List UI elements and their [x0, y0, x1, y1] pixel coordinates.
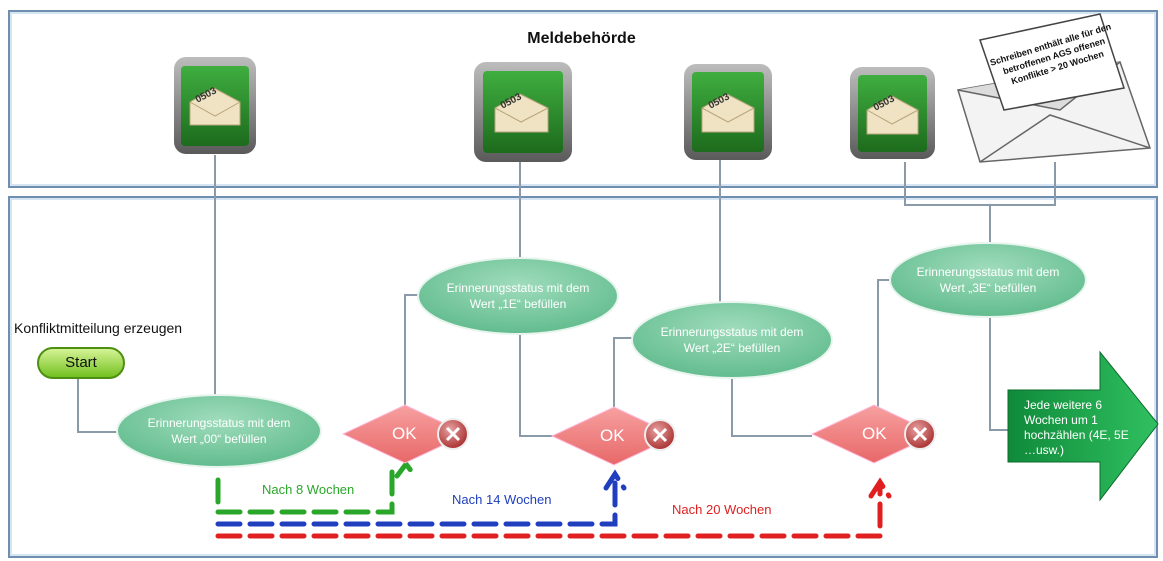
step-00-text: Erinnerungsstatus mit dem Wert „00“ befü… [147, 416, 291, 446]
step-2e-text: Erinnerungsstatus mit dem Wert „2E“ befü… [660, 325, 804, 355]
start-node [37, 347, 125, 379]
cancel-icon-1 [437, 418, 469, 450]
timer-label-20-weeks: Nach 20 Wochen [672, 502, 772, 517]
cancel-icon-2 [644, 419, 676, 451]
timer-path-14-weeks [215, 469, 627, 527]
status-ellipse-00 [116, 394, 322, 468]
step-3e-text: Erinnerungsstatus mit dem Wert „3E“ befü… [916, 265, 1060, 295]
mail-icon-3 [684, 64, 772, 160]
connector-lines [77, 155, 1056, 437]
timer-path-20-weeks [215, 477, 892, 539]
arrow-text: Jede weitere 6 Wochen um 1 hochzählen (4… [1024, 398, 1129, 457]
timer-path-8-weeks [215, 459, 418, 515]
envelope-letter-icon [957, 13, 1152, 163]
konflikt-label: Konfliktmitteilung erzeugen [14, 320, 183, 336]
ok-label-1: OK [392, 424, 417, 443]
ok-label-3: OK [862, 424, 887, 443]
mail-icon-2 [474, 62, 572, 162]
cancel-icon-3 [904, 418, 936, 450]
mail-icon-1 [174, 57, 256, 154]
ok-diamond-2 [550, 406, 678, 466]
step-1e-text: Erinnerungsstatus mit dem Wert „1E“ befü… [446, 281, 590, 311]
status-ellipse-1e [417, 257, 619, 335]
status-ellipse-3e [889, 242, 1087, 318]
page-title: Meldebehörde [527, 30, 636, 47]
ok-label-2: OK [600, 426, 625, 445]
start-label[interactable]: Start [65, 354, 97, 371]
status-ellipse-2e [631, 301, 833, 379]
timer-label-14-weeks: Nach 14 Wochen [452, 492, 552, 507]
mail-icon-4 [850, 67, 935, 159]
timer-label-8-weeks: Nach 8 Wochen [262, 482, 355, 497]
next-steps-arrow [1007, 350, 1159, 502]
